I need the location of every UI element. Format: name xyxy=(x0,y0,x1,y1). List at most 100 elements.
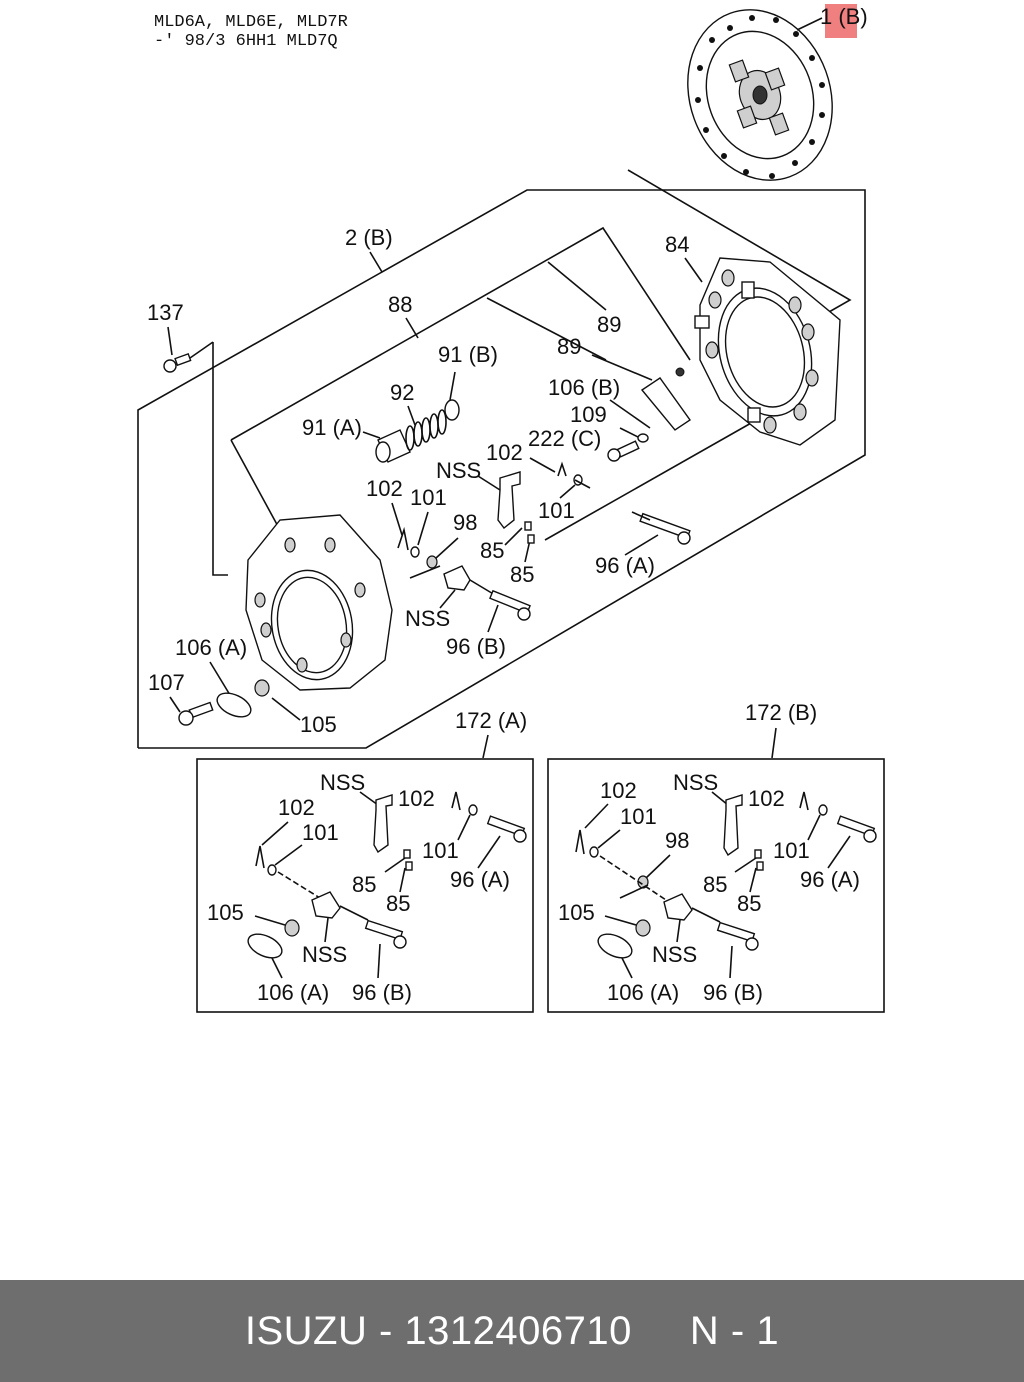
clevis-nss-lower xyxy=(443,565,471,591)
label-137[interactable]: 137 xyxy=(147,300,184,325)
inner-outline-88 xyxy=(230,226,691,441)
box-b-102-left[interactable]: 102 xyxy=(600,778,637,803)
box-b-nss-lower[interactable]: NSS xyxy=(652,942,697,967)
label-101-upper[interactable]: 101 xyxy=(538,498,575,523)
box-b-106a[interactable]: 106 (A) xyxy=(607,980,679,1005)
box-a-102-left[interactable]: 102 xyxy=(278,795,315,820)
box-b-leader-nss-lower xyxy=(676,919,681,943)
box-b-leader-96b xyxy=(729,945,733,979)
box-a-washer-right xyxy=(468,804,478,816)
label-89a[interactable]: 89 xyxy=(597,312,621,337)
model-codes-line-2: -' 98/3 6HH1 MLD7Q xyxy=(154,32,338,51)
box-a-leader-96b xyxy=(377,943,381,979)
clutch-disc xyxy=(687,9,833,181)
box-b-105[interactable]: 105 xyxy=(558,900,595,925)
label-98[interactable]: 98 xyxy=(453,510,477,535)
leader-101-left xyxy=(417,511,429,546)
nut-98 xyxy=(426,555,438,569)
label-nss-lower[interactable]: NSS xyxy=(405,606,450,631)
label-172a[interactable]: 172 (A) xyxy=(455,708,527,733)
label-1b[interactable]: 1 (B) xyxy=(820,4,868,29)
label-91b[interactable]: 91 (B) xyxy=(438,342,498,367)
split-pin-102-upper xyxy=(557,461,567,477)
label-89b[interactable]: 89 xyxy=(557,334,581,359)
label-88[interactable]: 88 xyxy=(388,292,412,317)
label-102-upper[interactable]: 102 xyxy=(486,440,523,465)
box-a-split-pin-left xyxy=(255,845,265,869)
box-b-washer-right xyxy=(818,804,828,816)
leader-102-left xyxy=(391,502,403,536)
lever-pin xyxy=(675,367,685,377)
box-a-leader-101-right xyxy=(457,814,471,841)
bolt-96a xyxy=(639,512,691,545)
box-a-nss-upper[interactable]: NSS xyxy=(320,770,365,795)
parts-diagram: MLD6A, MLD6E, MLD7R -' 98/3 6HH1 MLD7Q 1… xyxy=(137,4,885,1013)
label-102-left[interactable]: 102 xyxy=(366,476,403,501)
leader-91b xyxy=(449,371,456,401)
pin-line xyxy=(574,479,591,489)
label-107[interactable]: 107 xyxy=(148,670,185,695)
box-a-85-b[interactable]: 85 xyxy=(386,891,410,916)
box-a-101-left[interactable]: 101 xyxy=(302,820,339,845)
label-85-a[interactable]: 85 xyxy=(480,538,504,563)
box-b-98[interactable]: 98 xyxy=(665,828,689,853)
leader-137b xyxy=(189,341,214,359)
box-a-85-a[interactable]: 85 xyxy=(352,872,376,897)
label-85-b[interactable]: 85 xyxy=(510,562,534,587)
box-b-pin-85a xyxy=(754,849,762,859)
label-222c[interactable]: 222 (C) xyxy=(528,426,601,451)
box-a-105[interactable]: 105 xyxy=(207,900,244,925)
leader-92 xyxy=(407,405,416,426)
leader-172b xyxy=(771,727,777,759)
box-a-leader-85-a xyxy=(384,857,406,873)
label-106a[interactable]: 106 (A) xyxy=(175,635,247,660)
box-b-leader-105 xyxy=(604,915,637,926)
box-b-nss-upper[interactable]: NSS xyxy=(673,770,718,795)
box-b-bracket xyxy=(723,794,743,857)
box-a-split-pin-right xyxy=(451,791,461,811)
label-91a[interactable]: 91 (A) xyxy=(302,415,362,440)
inner-outline-88-left xyxy=(230,439,281,531)
label-105[interactable]: 105 xyxy=(300,712,337,737)
box-b-101-left[interactable]: 101 xyxy=(620,804,657,829)
box-b-leader-101-right xyxy=(807,814,821,841)
box-b-rod xyxy=(599,855,673,905)
label-172b[interactable]: 172 (B) xyxy=(745,700,817,725)
label-96a[interactable]: 96 (A) xyxy=(595,553,655,578)
leader-106b xyxy=(609,399,651,429)
box-a-96b[interactable]: 96 (B) xyxy=(352,980,412,1005)
label-84[interactable]: 84 xyxy=(665,232,689,257)
box-a-106a[interactable]: 106 (A) xyxy=(257,980,329,1005)
box-a-102-right[interactable]: 102 xyxy=(398,786,435,811)
label-nss-upper[interactable]: NSS xyxy=(436,458,481,483)
label-96b[interactable]: 96 (B) xyxy=(446,634,506,659)
box-a-101-right[interactable]: 101 xyxy=(422,838,459,863)
leader-106a xyxy=(209,661,231,696)
box-a-washer-left xyxy=(267,864,277,876)
box-b-washer-left xyxy=(589,846,599,858)
box-a-bracket xyxy=(373,794,393,854)
box-b-102-right[interactable]: 102 xyxy=(748,786,785,811)
box-a-leader-nss-lower xyxy=(324,917,329,943)
box-b-85-b[interactable]: 85 xyxy=(737,891,761,916)
label-92[interactable]: 92 xyxy=(390,380,414,405)
box-a-96a[interactable]: 96 (A) xyxy=(450,867,510,892)
box-a-nss-lower[interactable]: NSS xyxy=(302,942,347,967)
label-106b[interactable]: 106 (B) xyxy=(548,375,620,400)
label-101-left[interactable]: 101 xyxy=(410,485,447,510)
leader-89 xyxy=(591,354,653,381)
bracket-nss-upper xyxy=(497,471,521,529)
clutch-housing xyxy=(245,514,393,691)
box-b-96b[interactable]: 96 (B) xyxy=(703,980,763,1005)
box-b-85-a[interactable]: 85 xyxy=(703,872,727,897)
assembly-outline-2b xyxy=(137,189,866,749)
leader-96a xyxy=(624,534,659,556)
box-b-96a[interactable]: 96 (A) xyxy=(800,867,860,892)
label-109[interactable]: 109 xyxy=(570,402,607,427)
box-b-101-right[interactable]: 101 xyxy=(773,838,810,863)
leader-85-a xyxy=(504,527,523,546)
leader-109 xyxy=(619,427,641,439)
rod-line xyxy=(409,565,441,579)
label-2b[interactable]: 2 (B) xyxy=(345,225,393,250)
box-b-leader-98 xyxy=(645,854,671,879)
